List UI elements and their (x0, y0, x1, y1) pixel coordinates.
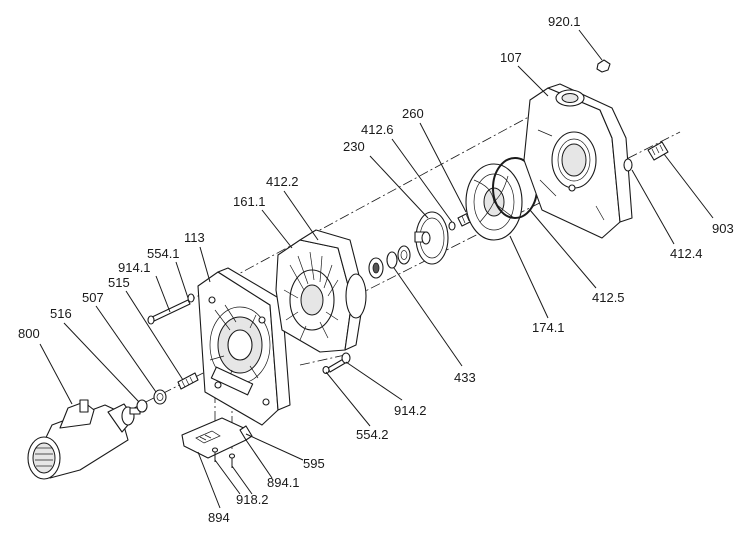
label-161-1: 161.1 (233, 194, 266, 209)
label-914-2: 914.2 (394, 403, 427, 418)
oring-412-4 (623, 158, 633, 172)
label-230: 230 (343, 139, 365, 154)
label-507: 507 (82, 290, 104, 305)
label-595: 595 (303, 456, 325, 471)
label-515: 515 (108, 275, 130, 290)
label-174-1: 174.1 (532, 320, 565, 335)
bolt-914-2 (322, 352, 351, 375)
label-433: 433 (454, 370, 476, 385)
label-113: 113 (184, 230, 205, 245)
cover-161-1 (275, 229, 367, 353)
plug-903 (647, 141, 669, 161)
label-412-6: 412.6 (361, 122, 394, 137)
label-412-4: 412.4 (670, 246, 703, 261)
seal-433 (368, 245, 411, 279)
label-554-2: 554.2 (356, 427, 389, 442)
label-800: 800 (18, 326, 40, 341)
housing-107 (523, 83, 633, 239)
bracket-113 (197, 267, 291, 426)
nut-920-1 (596, 59, 611, 73)
label-412-5: 412.5 (592, 290, 625, 305)
label-894-1: 894.1 (267, 475, 300, 490)
label-412-2: 412.2 (266, 174, 299, 189)
label-554-1: 554.1 (147, 246, 180, 261)
label-914-1: 914.1 (118, 260, 151, 275)
foot-894 (181, 417, 253, 468)
label-516: 516 (50, 306, 72, 321)
part-labels: 800 516 507 515 914.1 554.1 113 161.1 41… (18, 14, 734, 525)
label-260: 260 (402, 106, 424, 121)
label-903: 903 (712, 221, 734, 236)
label-920-1: 920.1 (548, 14, 581, 29)
bolt-914-1 (147, 293, 195, 325)
impeller-230 (414, 211, 449, 265)
label-918-2: 918.2 (236, 492, 269, 507)
label-894: 894 (208, 510, 230, 525)
label-107: 107 (500, 50, 522, 65)
leader-lines (39, 29, 714, 509)
seal-parts-front (136, 372, 199, 413)
motor-800 (27, 399, 141, 480)
